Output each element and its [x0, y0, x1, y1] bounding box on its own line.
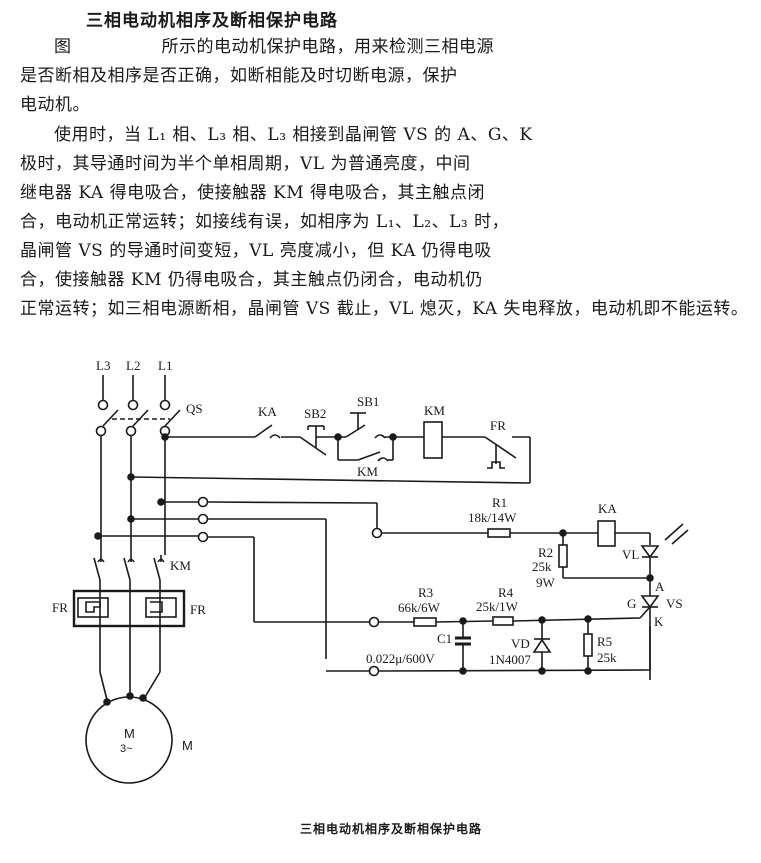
trigger-network: R3 66k/6W R4 25k/1W C1 0.022μ/600V VD 1N… — [326, 585, 651, 677]
label-sb1: SB1 — [357, 394, 379, 409]
label-sb2: SB2 — [304, 406, 326, 421]
label-r2-value1: 25k — [532, 559, 552, 574]
r1-branch: R1 18k/14W KA VL R2 25k 9W A — [382, 495, 689, 594]
label-k: K — [654, 614, 664, 629]
control-circuit: KA SB2 SB1 KM KM FR — [130, 394, 531, 484]
intro-line: 所示的电动机保护电路，用来检测三相电源 — [161, 37, 494, 57]
label-ka-coil: KA — [598, 501, 617, 516]
label-vd: VD — [511, 636, 530, 651]
label-vd-part: 1N4007 — [489, 652, 531, 667]
label-motor: M — [124, 726, 135, 741]
label-r4: R4 — [498, 585, 514, 600]
phase-inputs — [97, 375, 171, 411]
label-vl: VL — [622, 547, 639, 562]
label-ka-contact: KA — [258, 404, 277, 419]
label-r5-value: 25k — [597, 650, 617, 665]
label-qs: QS — [186, 401, 203, 416]
label-c1: C1 — [437, 631, 452, 646]
label-r3: R3 — [418, 585, 433, 600]
paragraph-intro: 图 所示的电动机保护电路，用来检测三相电源 是否断相及相序是否正确，如断相能及时切… — [20, 33, 494, 120]
label-r4-value: 25k/1W — [476, 599, 519, 614]
label-l1: L1 — [158, 358, 172, 373]
operation-line: 晶闸管 VS 的导通时间变短，VL 亮度减小，但 KA 仍得电吸 — [20, 241, 492, 261]
sensing-leads — [98, 496, 383, 659]
document-title: 三相电动机相序及断相保护电路 — [86, 11, 338, 31]
label-motor-type: 3~ — [120, 743, 133, 755]
label-r3-value: 66k/6W — [398, 600, 441, 615]
operation-line: 极时，其导通时间为半个单相周期，VL 为普通亮度，中间 — [20, 154, 471, 174]
label-fr-left: FR — [52, 600, 68, 615]
operation-line: 合，电动机正常运转；如接线有误，如相序为 L₁、L₂、L₃ 时， — [20, 212, 510, 232]
label-a: A — [655, 579, 665, 594]
intro-line: 电动机。 — [20, 95, 90, 115]
label-km-main: KM — [170, 558, 191, 573]
figure-caption: 三相电动机相序及断相保护电路 — [300, 822, 483, 836]
label-km-hold: KM — [357, 464, 378, 479]
label-motor-side: M — [182, 738, 193, 753]
label-g: G — [627, 596, 636, 611]
label-l2: L2 — [126, 358, 140, 373]
qs-switch: QS — [95, 401, 203, 437]
km-main-contacts: KM — [93, 555, 191, 581]
fr-thermal-relay: FR FR — [52, 580, 206, 701]
motor: M 3~ M — [85, 692, 193, 784]
label-fr-right: FR — [190, 602, 206, 617]
label-r2-value2: 9W — [536, 575, 556, 590]
intro-line: 是否断相及相序是否正确，如断相能及时切断电源，保护 — [20, 66, 458, 86]
label-c1-value: 0.022μ/600V — [366, 651, 435, 666]
label-r5: R5 — [597, 634, 612, 649]
operation-line: 使用时，当 L₁ 相、L₃ 相、L₃ 相接到晶闸管 VS 的 A、G、K — [54, 125, 533, 145]
label-r1: R1 — [492, 495, 507, 510]
label-l3: L3 — [96, 358, 110, 373]
label-r2: R2 — [538, 545, 553, 560]
label-vs: VS — [666, 596, 683, 611]
label-km-coil: KM — [424, 403, 445, 418]
figure-reference: 图 — [54, 37, 72, 57]
operation-line: 继电器 KA 得电吸合，使接触器 KM 得电吸合，其主触点闭 — [20, 183, 486, 203]
paragraph-operation: 使用时，当 L₁ 相、L₃ 相、L₃ 相接到晶闸管 VS 的 A、G、K 极时，… — [20, 121, 748, 324]
operation-line: 合，使接触器 KM 仍得电吸合，其主触点仍闭合，电动机仍 — [20, 270, 483, 290]
operation-line: 正常运转；如三相电源断相，晶闸管 VS 截止，VL 熄灭，KA 失电释放，电动机… — [20, 299, 749, 319]
label-r1-value: 18k/14W — [468, 510, 517, 525]
label-fr-contact: FR — [490, 418, 506, 433]
